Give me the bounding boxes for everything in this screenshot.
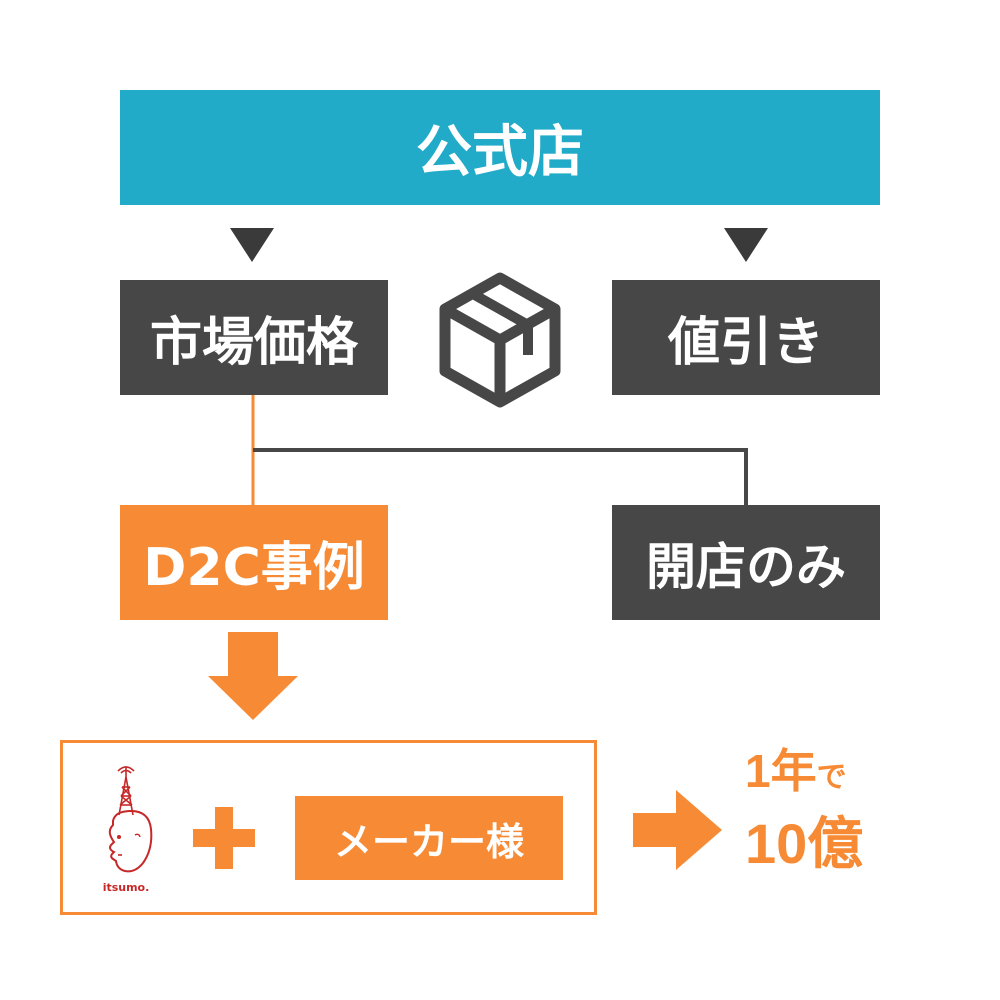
outcome-text: 1年で 10億 bbox=[745, 748, 945, 872]
maker-label: メーカー様 bbox=[333, 819, 524, 864]
logo-face-icon bbox=[108, 766, 153, 873]
official-store-header: 公式店 bbox=[120, 90, 880, 205]
store-only-box: 開店のみ bbox=[612, 505, 880, 620]
collaboration-frame: itsumo. メーカー様 bbox=[60, 740, 597, 915]
d2c-case-box: D2C事例 bbox=[120, 505, 388, 620]
outcome-suffix: で bbox=[816, 761, 847, 794]
market-price-box: 市場価格 bbox=[120, 280, 388, 395]
dark-connector bbox=[253, 448, 748, 505]
package-box-icon bbox=[439, 272, 561, 408]
d2c-case-label: D2C事例 bbox=[143, 538, 365, 598]
down-arrow-icon bbox=[208, 632, 298, 720]
down-triangle-icon bbox=[230, 228, 274, 262]
maker-box: メーカー様 bbox=[295, 796, 563, 880]
store-only-label: 開店のみ bbox=[646, 537, 846, 596]
market-price-label: 市場価格 bbox=[149, 313, 358, 373]
right-arrow-icon bbox=[633, 790, 722, 870]
outcome-year: 1年 bbox=[745, 745, 817, 797]
outcome-line2: 10億 bbox=[745, 812, 864, 875]
outcome-line1: 1年で bbox=[745, 748, 945, 808]
logo-text: itsumo. bbox=[102, 881, 150, 894]
discount-label: 値引き bbox=[667, 313, 824, 373]
discount-box: 値引き bbox=[612, 280, 880, 395]
plus-icon bbox=[193, 807, 255, 869]
itsumo-logo: itsumo. bbox=[91, 763, 161, 898]
down-triangle-icon bbox=[724, 228, 768, 262]
official-store-label: 公式店 bbox=[416, 120, 584, 185]
